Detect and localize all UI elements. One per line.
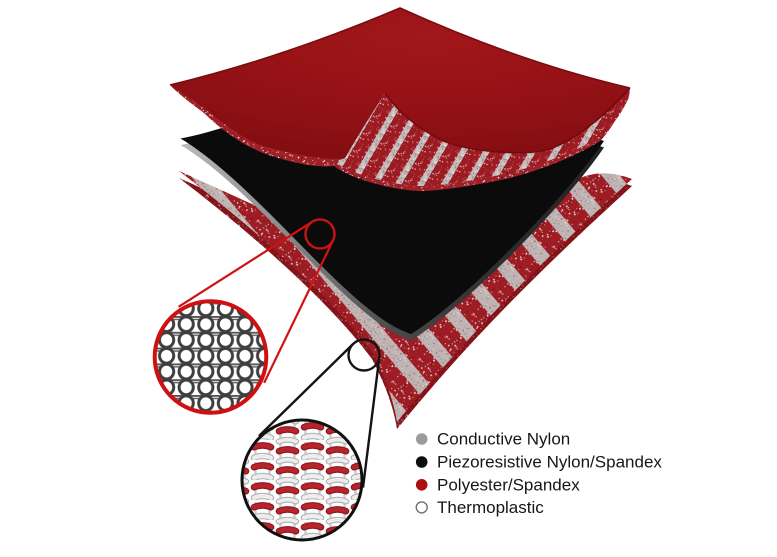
svg-text:Piezoresistive Nylon/Spandex: Piezoresistive Nylon/Spandex — [437, 453, 662, 472]
svg-text:Conductive Nylon: Conductive Nylon — [437, 430, 570, 449]
svg-text:Thermoplastic: Thermoplastic — [437, 498, 544, 517]
svg-text:Polyester/Spandex: Polyester/Spandex — [437, 475, 580, 494]
